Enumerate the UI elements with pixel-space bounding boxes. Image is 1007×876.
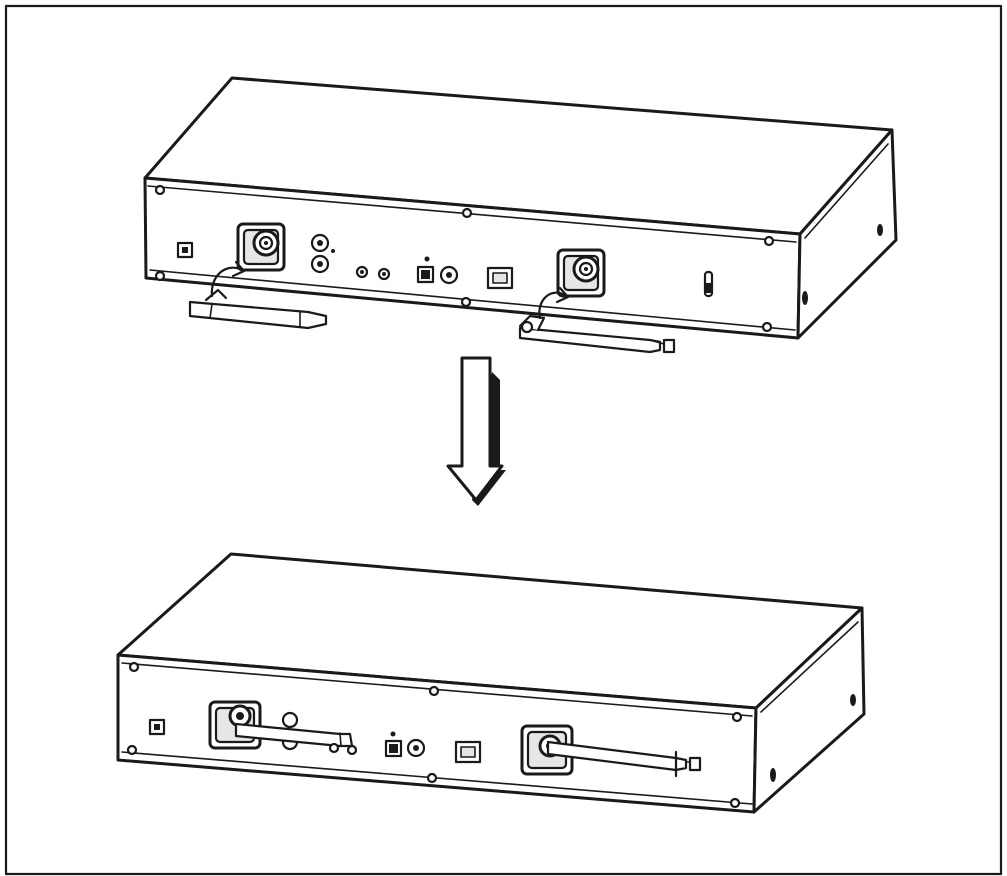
arrow-down-icon (446, 356, 506, 506)
rotate-arrow-icon (210, 266, 244, 298)
antenna-connector-right-icon (556, 248, 606, 298)
side-face (796, 128, 898, 340)
antenna-icon (518, 314, 676, 354)
screw-icon (877, 224, 883, 236)
rotate-arrow-icon (538, 291, 568, 320)
figure-frame (4, 4, 1003, 876)
antenna-icon (188, 288, 328, 330)
antenna-connector-left-icon (236, 222, 286, 272)
device-after-icon (116, 552, 866, 814)
device-before-icon (143, 76, 898, 354)
side-face (752, 606, 866, 814)
antenna-icon (546, 740, 702, 778)
